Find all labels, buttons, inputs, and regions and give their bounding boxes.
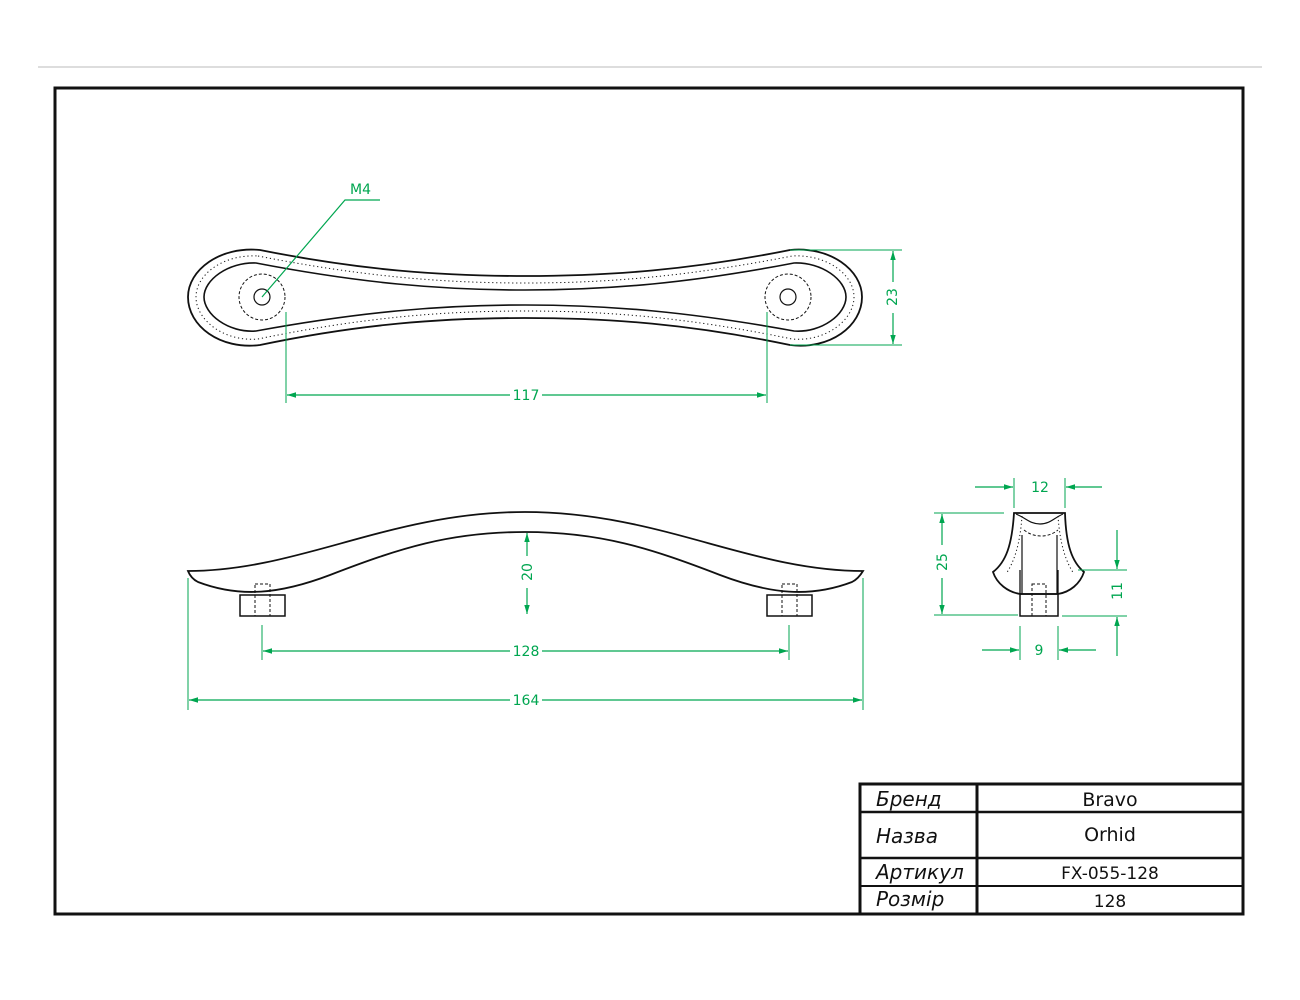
right-foot: [766, 594, 813, 617]
title-brand-label: Бренд: [876, 787, 942, 811]
dim-foot-width: 9: [982, 626, 1096, 660]
dim-side-height: 20: [520, 533, 536, 614]
dim-foot-height: 11: [1062, 530, 1127, 656]
end-view: [991, 512, 1086, 617]
left-screw-hole: [253, 288, 271, 306]
dim-side-height-label: 20: [520, 563, 536, 581]
dim-end-width: 12: [975, 478, 1102, 508]
dim-hole-spacing: 128: [261, 625, 790, 660]
title-article-value: FX-055-128: [1061, 864, 1159, 884]
end-view-foot: [1019, 593, 1059, 617]
dim-foot-height-label: 11: [1110, 582, 1126, 600]
top-view: [187, 248, 863, 347]
title-block: Бренд Bravo Назва Orhid Артикул FX-055-1…: [858, 782, 1245, 916]
side-view-handle: [186, 511, 865, 593]
left-foot-thread: [254, 583, 271, 617]
dim-top-height-label: 23: [885, 288, 901, 306]
end-view-left-dots: [1005, 515, 1023, 575]
top-view-outer-outline: [187, 248, 863, 347]
title-name-label: Назва: [876, 824, 938, 848]
title-article-label: Артикул: [874, 860, 964, 884]
dim-top-length: 117: [285, 312, 768, 404]
thread-label: M4: [350, 182, 371, 198]
dim-end-height-label: 25: [935, 553, 951, 571]
dim-overall-length: 164: [187, 578, 864, 710]
dim-foot-width-label: 9: [1035, 643, 1044, 659]
end-view-foot-thread: [1031, 583, 1047, 617]
dim-end-width-label: 12: [1031, 480, 1049, 496]
title-name-value: Orhid: [1084, 824, 1136, 846]
title-brand-value: Bravo: [1082, 789, 1137, 811]
title-size-value: 128: [1094, 892, 1126, 912]
end-view-body: [991, 512, 1086, 595]
dim-top-length-label: 117: [513, 388, 540, 404]
thread-leader: M4: [261, 182, 380, 298]
title-size-label: Розмір: [876, 887, 944, 911]
right-screw-hole-dashed: [764, 273, 812, 321]
left-screw-hole-dashed: [238, 273, 286, 321]
top-view-inner-outline: [203, 262, 847, 332]
side-view: [186, 511, 865, 617]
right-screw-hole: [779, 288, 797, 306]
end-view-top-notch: [1015, 513, 1064, 525]
dim-hole-spacing-label: 128: [513, 644, 540, 660]
left-foot: [239, 594, 286, 617]
top-view-dotted-outline: [195, 255, 855, 340]
dim-top-height: 23: [790, 249, 902, 346]
end-view-inner-curve: [1023, 529, 1059, 537]
right-foot-thread: [781, 583, 798, 617]
dim-end-height: 25: [934, 512, 1018, 616]
dim-overall-length-label: 164: [513, 693, 540, 709]
drawing-frame: [53, 86, 1245, 916]
